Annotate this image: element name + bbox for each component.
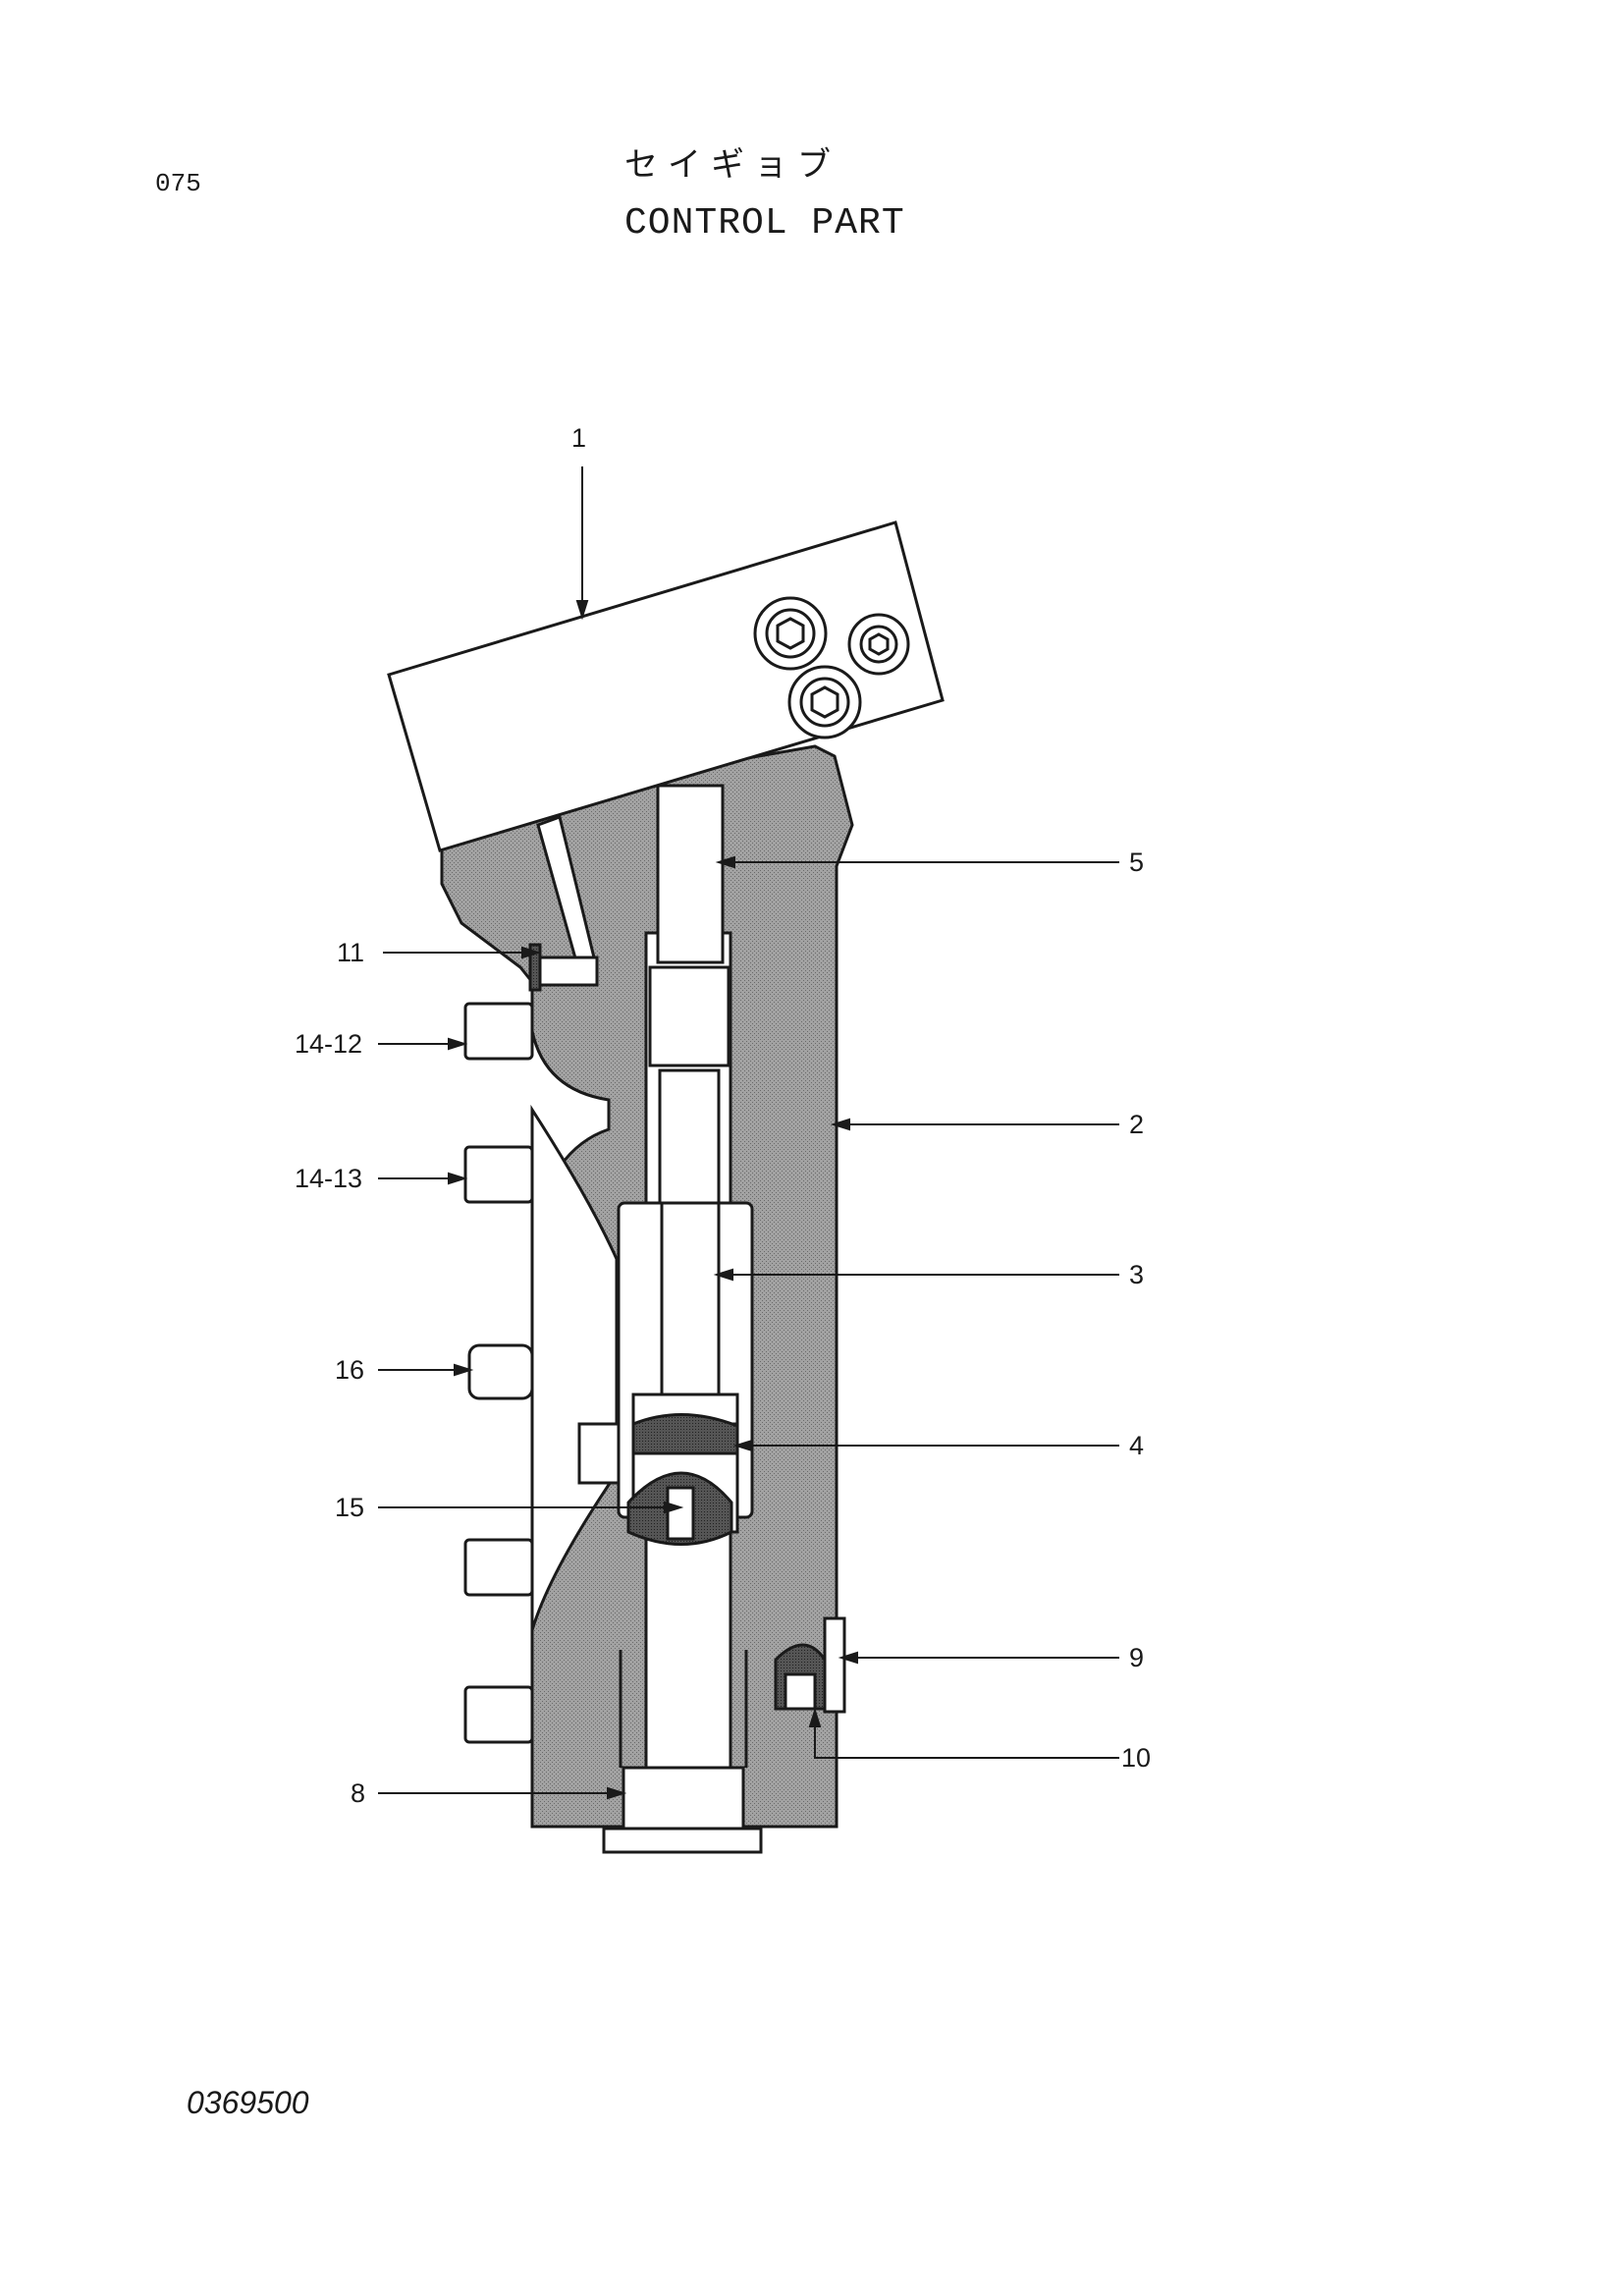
callout-15: 15 (335, 1493, 364, 1522)
callout-3: 3 (1129, 1260, 1144, 1289)
control-block (387, 520, 945, 852)
socket-head-screw-icon (847, 613, 910, 676)
callout-1: 1 (571, 423, 586, 453)
title-english: CONTROL PART (624, 202, 905, 245)
callout-16: 16 (335, 1355, 364, 1385)
callout-11: 11 (337, 938, 364, 967)
housing-body (440, 744, 854, 1854)
callout-10: 10 (1121, 1743, 1151, 1773)
callout-9: 9 (1129, 1643, 1144, 1672)
socket-head-screw-icon (753, 596, 828, 671)
title-japanese: セイギョブ (624, 145, 840, 185)
callout-2: 2 (1129, 1110, 1144, 1139)
callout-4: 4 (1129, 1431, 1144, 1460)
callout-8: 8 (351, 1778, 365, 1808)
callout-5: 5 (1129, 847, 1144, 877)
callout-leaders (378, 466, 1119, 1800)
callout-14-13: 14-13 (295, 1164, 362, 1193)
drawing-number: 0369500 (187, 2085, 309, 2120)
callout-labels: 1 5 11 14-12 2 14-13 3 16 4 15 9 10 8 (295, 423, 1151, 1808)
socket-head-screw-icon (787, 665, 862, 739)
page-number: 075 (155, 169, 201, 198)
callout-14-12: 14-12 (295, 1029, 362, 1059)
